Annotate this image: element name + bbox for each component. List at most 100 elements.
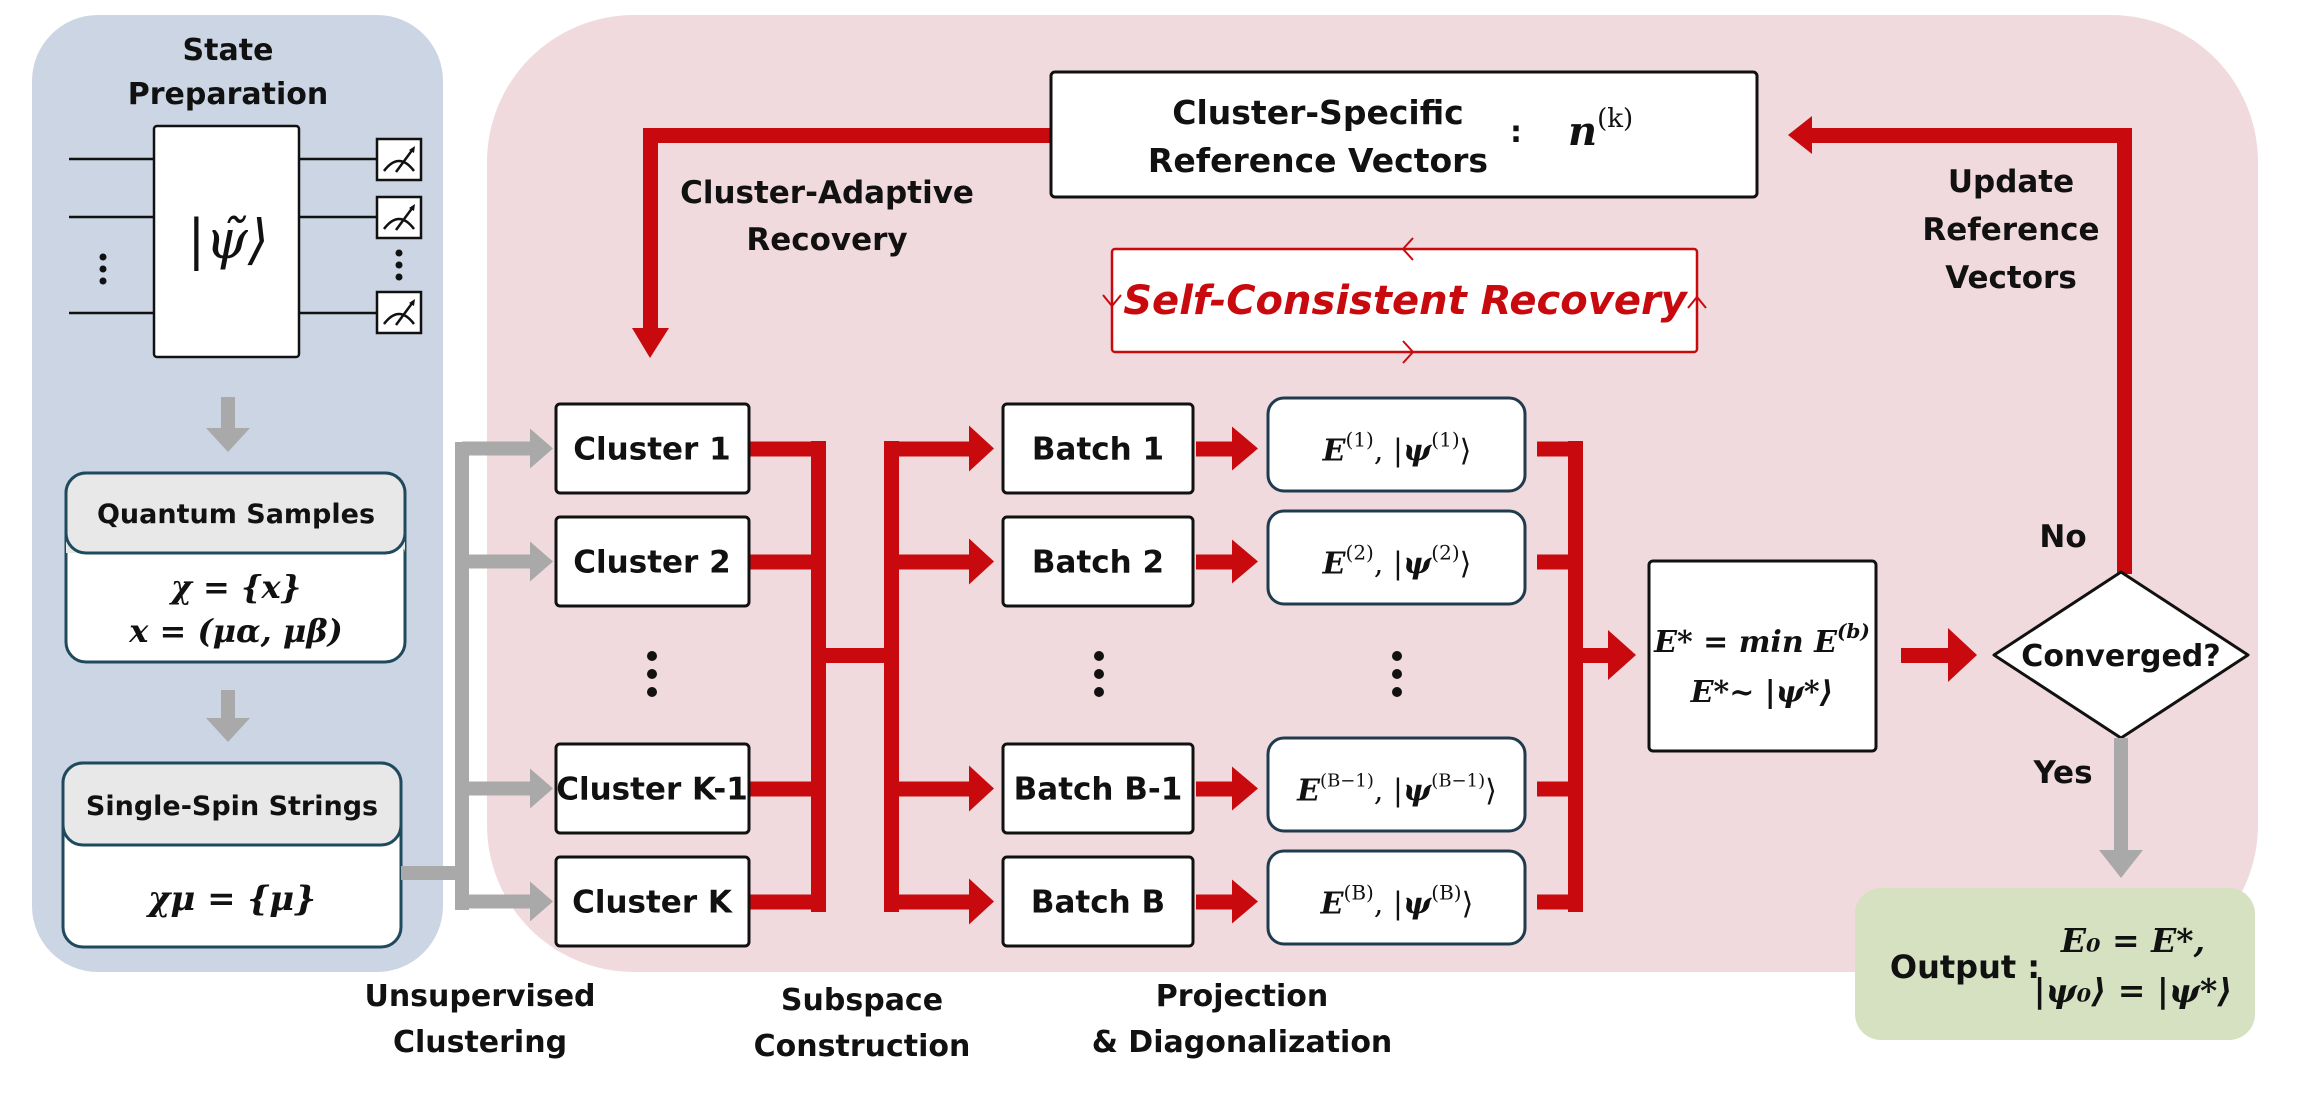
batch-label: Batch 1 [1032, 432, 1164, 468]
prepared-state-label: |ψ̃⟩ [187, 208, 269, 271]
grey-arrow-to-cluster [462, 768, 553, 809]
arrow-to-energy [1196, 766, 1258, 811]
cluster-label: Cluster K-1 [556, 772, 748, 808]
cluster-output-line [749, 554, 819, 570]
arrow-to-decision [1901, 628, 1977, 682]
self-consistent-recovery-label: Self-Consistent Recovery [1123, 278, 1688, 324]
energy-output-line [1537, 781, 1577, 797]
stage-subspace-line1: Subspace [781, 983, 943, 1018]
stage-subspace-line2: Construction [754, 1029, 971, 1064]
arrow-to-batch [891, 538, 994, 585]
reference-box-line1: Cluster-Specific [1172, 93, 1463, 132]
ground-state-formula: E*~ |ψ*⟩ [1690, 675, 1834, 710]
subspace-bridge [811, 648, 895, 663]
loop-arrow-bottom-icon [1402, 340, 1415, 364]
batch-energy-formula: E(B−1), |ψ(B−1)⟩ [1296, 771, 1497, 809]
batch-energy-box: E(2), |ψ(2)⟩ [1266, 509, 1527, 606]
cluster-adaptive-arrow [632, 128, 1053, 358]
cluster-box: Cluster 2 [554, 515, 751, 608]
output-state-formula: |ψ₀⟩ = |ψ*⟩ [2034, 971, 2233, 1010]
cluster-adaptive-label-line1: Cluster-Adaptive [680, 175, 974, 211]
state-unitary-box [152, 124, 301, 359]
state-prep-title-line1: State [183, 33, 274, 68]
arrow-to-energy [1196, 426, 1258, 471]
energy-merge-trunk [1568, 441, 1583, 912]
stage-projection-line1: Projection [1156, 979, 1328, 1014]
batch-energy-box: E(B−1), |ψ(B−1)⟩ [1266, 736, 1527, 833]
batch-energy-box: E(1), |ψ(1)⟩ [1266, 396, 1527, 493]
cluster-box: Cluster K-1 [554, 742, 751, 835]
measurement-meter-icon [375, 137, 423, 182]
batch-ellipsis [1094, 651, 1104, 697]
stage-projection-line2: & Diagonalization [1092, 1025, 1393, 1060]
cluster-label: Cluster 2 [573, 545, 730, 581]
batch-box: Batch 2 [1001, 515, 1195, 608]
self-consistent-recovery-box: Self-Consistent Recovery [1102, 237, 1707, 364]
stage-clustering-line2: Clustering [393, 1025, 567, 1060]
samples-set-formula: χ = {x} [169, 568, 301, 606]
energy-output-line [1537, 441, 1577, 457]
converged-label: Converged? [2021, 639, 2220, 674]
reference-box-line2: Reference Vectors [1148, 141, 1488, 180]
batch-box: Batch B [1001, 855, 1195, 948]
merge-arrow-to-min [1575, 630, 1636, 680]
grey-arrow-to-samples [206, 397, 250, 452]
cluster-box: Cluster 1 [554, 402, 751, 495]
arrow-to-energy [1196, 539, 1258, 584]
energy-output-line [1537, 554, 1577, 570]
min-energy-formula: E* = min E(b) [1653, 619, 1870, 660]
stage-clustering-line1: Unsupervised [364, 979, 595, 1014]
yes-arrow-to-output [2099, 738, 2143, 878]
batch-split-trunk [884, 441, 899, 912]
update-reference-label-line1: Update [1948, 164, 2074, 200]
quantum-circuit [69, 157, 377, 315]
update-reference-arrow [1788, 116, 2132, 574]
input-wire-dots [99, 253, 107, 285]
batch-energy-formula: E(2), |ψ(2)⟩ [1322, 541, 1472, 582]
batch-box: Batch 1 [1001, 402, 1195, 495]
loop-arrow-right-icon [1687, 295, 1707, 309]
energy-output-line [1537, 894, 1577, 910]
arrow-to-energy [1196, 879, 1258, 924]
single-spin-strings-header: Single-Spin Strings [86, 791, 378, 822]
reference-vectors-box [1049, 70, 1759, 199]
energy-ellipsis [1392, 651, 1402, 697]
arrow-to-batch [891, 425, 994, 472]
quantum-samples-box: Quantum Samples χ = {x} x = (μα, μβ) [64, 471, 407, 664]
grey-arrow-to-cluster [462, 541, 553, 582]
output-label: Output : [1890, 948, 2040, 986]
grey-arrow-to-strings [206, 690, 250, 742]
spin-strings-formula: χμ = {μ} [146, 879, 316, 919]
grey-arrow-to-cluster [462, 881, 553, 922]
batch-energy-formula: E(B), |ψ(B)⟩ [1320, 881, 1474, 922]
quantum-samples-header: Quantum Samples [97, 499, 375, 530]
cluster-output-line [749, 894, 819, 910]
yes-label: Yes [2032, 755, 2092, 791]
measurement-meter-icon [375, 290, 423, 335]
batch-box: Batch B-1 [1001, 742, 1195, 835]
cluster-ellipsis [647, 651, 657, 697]
arrow-to-batch [891, 765, 994, 812]
min-energy-box [1647, 559, 1878, 753]
cluster-adaptive-label-line2: Recovery [746, 222, 907, 258]
batch-energy-formula: E(1), |ψ(1)⟩ [1322, 428, 1472, 469]
reference-box-separator: : [1510, 115, 1522, 150]
batch-label: Batch B [1031, 885, 1165, 921]
output-wire-dots [395, 249, 403, 281]
state-prep-title-line2: Preparation [128, 77, 328, 112]
cluster-output-line [749, 441, 819, 457]
loop-arrow-left-icon [1102, 294, 1122, 308]
update-reference-label-line3: Vectors [1945, 260, 2077, 296]
measurement-meter-icon [375, 195, 423, 240]
cluster-label: Cluster 1 [573, 432, 730, 468]
batch-label: Batch 2 [1032, 545, 1164, 581]
cluster-box: Cluster K [554, 855, 751, 948]
output-panel [1855, 888, 2255, 1040]
cluster-output-line [749, 781, 819, 797]
batch-label: Batch B-1 [1014, 772, 1183, 808]
single-spin-strings-box: Single-Spin Strings χμ = {μ} [61, 761, 403, 949]
no-label: No [2039, 519, 2086, 555]
output-energy-formula: E₀ = E*, [2060, 921, 2205, 960]
sample-pair-formula: x = (μα, μβ) [128, 612, 342, 650]
